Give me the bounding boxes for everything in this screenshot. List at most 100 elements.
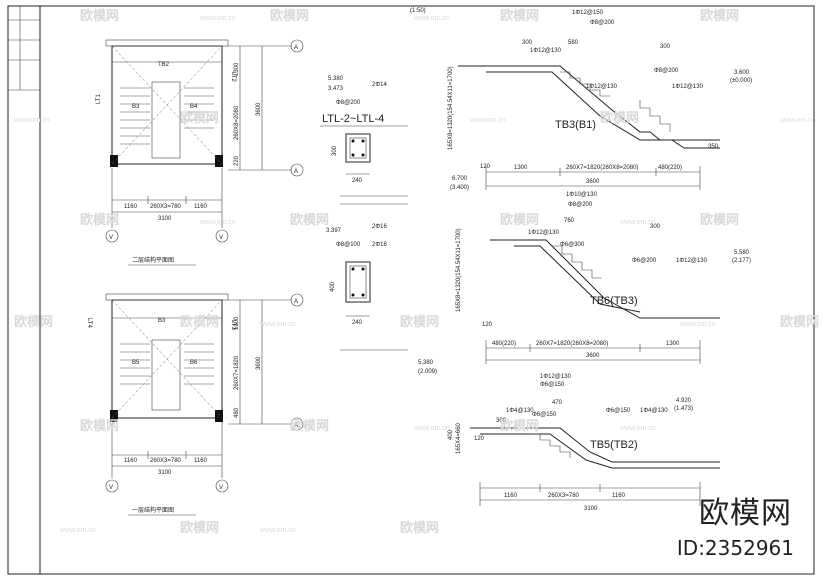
watermark-text: 欧模网 [500, 8, 539, 24]
upper-label-tb: TB2 [158, 62, 170, 68]
upper-label-left: LT1 [96, 93, 102, 104]
upper-dim-vert-total: 3600 [256, 102, 262, 116]
beam-size-h: 300 [332, 145, 338, 156]
watermark-url: www.om.cn [619, 219, 656, 226]
lower-dim-total: 3100 [158, 470, 172, 476]
lower-label-right: LT3 [230, 320, 236, 331]
tb3-other-2: 120 [480, 164, 491, 170]
header-note: (1:50) [410, 8, 426, 14]
upper-axis-bubble-top-label: A [294, 45, 298, 51]
tb3-rebar-1: 1Φ12@150 [572, 10, 604, 16]
tb5-dim-bottom-1: 1160 [504, 493, 518, 499]
beam-elev-c2: (2.009) [418, 369, 437, 375]
tb6-other-2: 120 [482, 322, 493, 328]
watermark-url: www.om.cn [779, 117, 816, 124]
lower-label-b6: B6 [190, 360, 198, 366]
beam-size-w-b: 240 [352, 320, 363, 326]
tb3-dim-bottom-3: 480(220) [658, 165, 682, 171]
tb3-elev-bot2: (3.400) [450, 185, 469, 191]
watermark-text: 欧模网 [700, 212, 739, 228]
tb3-rebar-5: Φ8@200 [654, 68, 679, 74]
beam-rebar-top-b: 2Φ16 [372, 224, 387, 230]
tb6-dim-top-1: 760 [564, 218, 575, 224]
beam-rebar-bot-b: 2Φ18 [372, 242, 387, 248]
beam-elev-c: 5.380 [418, 360, 434, 366]
lower-axis-bubble-top [290, 293, 304, 307]
beam-section-b [345, 261, 371, 303]
title-strip [8, 6, 40, 91]
tb6-vert-dim: 165X8=1320(154.54X11=1700) [456, 228, 462, 312]
tb6-rebar-6: 1Φ12@130 [676, 258, 708, 264]
watermark-text: 欧模网 [600, 110, 639, 126]
beam-size-w: 240 [352, 178, 363, 184]
tb3-other-1: 300 [660, 44, 671, 50]
watermark-text: 欧模网 [180, 520, 219, 536]
lower-dim-part-1: 1160 [124, 458, 138, 464]
upper-axis-bottom-left-label: V [109, 235, 113, 241]
tb3-dim-bottom-2: 260X7=1820(260X8=2080) [566, 165, 638, 171]
beam-section-a [345, 133, 371, 163]
tb5-dim-top-1: 470 [552, 400, 563, 406]
tb5-other-2: 120 [474, 436, 485, 442]
tb5-other-1: 400 [448, 429, 454, 440]
tb3-dim-top-2: 580 [568, 40, 579, 46]
tb5-rebar-5: Φ6@150 [532, 412, 557, 418]
watermark-url: www.om.cn [199, 15, 236, 22]
tb3-rebar-2: Φ8@200 [590, 20, 615, 26]
tb3-elev-top2: (±0.000) [730, 78, 752, 84]
brand-logo-text: 欧模网 [699, 496, 792, 531]
tb3-vert-dim: 165X8=1320(154.54X11=1700) [448, 66, 454, 150]
tb3-title: TB3(B1) [555, 119, 596, 131]
beam-stirrup: Φ8@200 [336, 100, 361, 106]
tb5-dim-bottom-3: 1160 [612, 493, 626, 499]
tb3-rebar-4: 1Φ12@130 [586, 84, 618, 90]
tb3-elev-bot: 6.700 [452, 176, 468, 182]
lower-plan-title: 一层结构平面图 [132, 506, 174, 514]
watermark-text: 欧模网 [500, 212, 539, 228]
beam-size-h-b: 400 [330, 281, 336, 292]
tb3-elev-top: 3.600 [734, 70, 750, 76]
tb3-dim-bottom-1: 1300 [514, 165, 528, 171]
tb3-dim-total: 3600 [586, 179, 600, 185]
tb5-vert-dim: 165X4=660 [456, 422, 462, 454]
beam-elev-b: 3.397 [326, 228, 342, 234]
lower-dim-vert-2: 260X7=1820 [234, 355, 240, 390]
tb6-rebar-5: Φ6@200 [632, 258, 657, 264]
beam-elev-a: 5.380 [328, 76, 344, 82]
lower-dim-part-2: 260X3=780 [150, 458, 182, 464]
ltl-title: LTL-2~LTL-4 [322, 113, 384, 125]
tb3-dim-top-1: 300 [522, 40, 533, 46]
watermark-text: 欧模网 [180, 110, 219, 126]
watermark-url: www.om.cn [469, 117, 506, 124]
tb5-dim-top-2: 300 [496, 418, 507, 424]
tb5-rebar-6: 1Φ4@130 [640, 408, 668, 414]
lower-axis-bottom-left-label: V [109, 485, 113, 491]
upper-dim-vert-2: 260X8=2080 [234, 105, 240, 140]
lower-dim-vert-3: 480 [234, 407, 240, 418]
lower-dim-vert-1: 1300 [234, 316, 240, 330]
upper-label-b3: B3 [132, 104, 140, 110]
watermark-url: www.om.cn [413, 425, 450, 432]
upper-dim-part-2: 260X3=780 [150, 204, 182, 210]
tb6-rebar-2: Φ8@200 [568, 202, 593, 208]
watermark-url: www.om.cn [13, 117, 50, 124]
brand-id: ID:2352961 [676, 536, 794, 560]
lower-axis-bottom-right [215, 479, 229, 493]
tb5-rebar-3: 1Φ4@130 [506, 408, 534, 414]
upper-dim-vert-3: 220 [234, 155, 240, 166]
upper-plan: TB2 B3 B4 LT1 LT2 1300 260X8=2080 220 36… [96, 39, 304, 266]
watermark-text: 欧模网 [14, 314, 53, 330]
lower-axis-bottom-left [105, 479, 119, 493]
watermark-url: www.om.cn [413, 15, 450, 22]
watermark-grid: 欧模网 欧模网 欧模网 欧模网 欧模网 欧模网 欧模网 欧模网 欧模网 欧模网 … [13, 8, 819, 536]
watermark-text: 欧模网 [270, 8, 309, 24]
watermark-url: www.om.cn [679, 321, 716, 328]
upper-axis-bottom-left [105, 229, 119, 243]
tb6-dim-bottom-1: 480(220) [492, 341, 516, 347]
tb6-elev-top: 5.580 [734, 250, 750, 256]
tb6-dim-bottom-3: 1300 [666, 341, 680, 347]
upper-label-b4: B4 [190, 104, 198, 110]
tb5-dim-total: 3100 [584, 506, 598, 512]
upper-dim-vert-1: 1300 [234, 62, 240, 76]
